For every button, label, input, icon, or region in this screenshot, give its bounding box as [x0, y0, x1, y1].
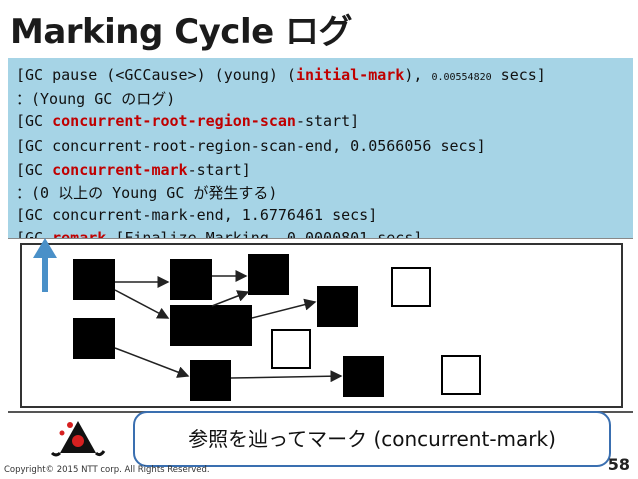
duke-mascot-icon: [48, 417, 108, 465]
log-line-remark: [GC remark [Finalize Marking, 0.0000801 …: [16, 229, 422, 240]
log-text: [Finalize Marking, 0.0000801 secs]: [106, 229, 423, 240]
log-line-young-gc-count: ：(0 以上の Young GC が発生する): [16, 184, 278, 202]
marked-object: [73, 259, 115, 300]
log-line-mark-start: [GC concurrent-mark-start]: [16, 161, 251, 179]
copyright-notice: Copyright© 2015 NTT corp. All Rights Res…: [4, 465, 210, 475]
log-text: [GC pause (<GCCause>) (young) (: [16, 66, 296, 84]
log-text: -start]: [187, 161, 251, 179]
reference-arrow: [251, 298, 317, 319]
page-number: 58: [607, 455, 630, 474]
log-text: [GC: [16, 161, 53, 179]
log-line-root-scan-start: [GC concurrent-root-region-scan-start]: [16, 112, 359, 130]
marked-object: [170, 305, 252, 346]
log-text: -start]: [295, 112, 360, 130]
log-line-initial-mark: [GC pause (<GCCause>) (young) (initial-m…: [16, 66, 546, 84]
unmarked-object: [271, 329, 311, 369]
reference-arrow: [211, 290, 250, 307]
marked-object: [190, 360, 231, 401]
log-text: secs]: [491, 66, 546, 84]
reference-arrow: [230, 370, 343, 383]
log-line-root-scan-end: [GC concurrent-root-region-scan-end, 0.0…: [16, 137, 486, 155]
marked-object: [317, 286, 358, 327]
marked-object: [343, 356, 384, 397]
log-highlight: concurrent-root-region-scan: [52, 112, 296, 130]
gc-log-panel: [GC pause (<GCCause>) (young) (initial-m…: [8, 58, 633, 240]
marked-object: [170, 259, 212, 300]
marked-object: [248, 254, 289, 295]
log-time: 0.00554820: [431, 72, 492, 83]
log-line-young-gc-note: ：(Young GC のログ): [16, 90, 176, 108]
unmarked-object: [391, 267, 431, 307]
log-text: [GC: [16, 229, 53, 240]
speech-bubble: 参照を辿ってマーク (concurrent-mark): [133, 411, 611, 467]
reference-arrow: [114, 289, 170, 319]
reference-arrow: [114, 347, 190, 378]
slide-title: Marking Cycle ログ: [10, 12, 353, 52]
log-highlight: remark: [52, 229, 107, 240]
log-line-mark-end: [GC concurrent-mark-end, 1.6776461 secs]: [16, 206, 378, 224]
log-highlight: initial-mark: [295, 66, 405, 84]
log-highlight: concurrent-mark: [52, 161, 188, 179]
marked-object: [73, 318, 115, 359]
log-text: [GC: [16, 112, 53, 130]
arrow-head-icon: [33, 238, 57, 258]
unmarked-object: [441, 355, 481, 395]
log-text: ),: [404, 66, 432, 84]
callout-text: 参照を辿ってマーク (concurrent-mark): [188, 427, 556, 451]
